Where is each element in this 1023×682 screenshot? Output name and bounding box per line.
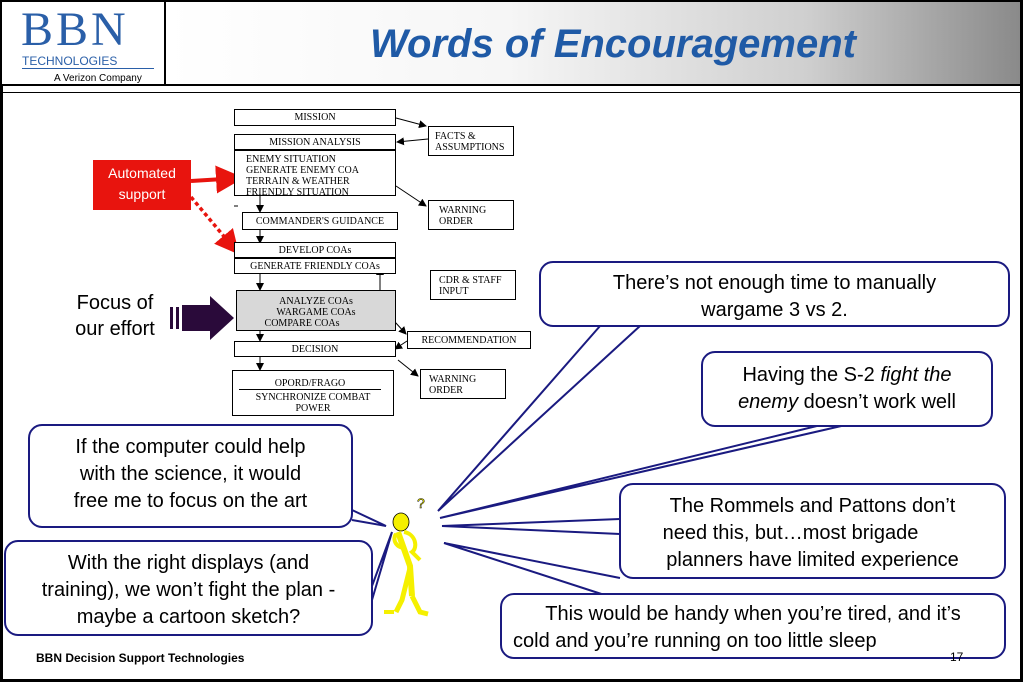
logo-mark: BBN [21,3,129,56]
header-rule [2,92,1020,93]
focus-of-effort-label: Focus of our effort [75,292,155,340]
focus-arrow-icon [170,296,234,340]
bubble-s2-fight-enemy: Having the S-2 fight the enemy doesn’t w… [701,351,993,427]
company-logo: BBN TECHNOLOGIES A Verizon Company [2,2,166,86]
automated-support-dashed-arrow [189,195,240,255]
thinking-figure-icon: ? [384,495,429,617]
logo-tagline: A Verizon Company [54,73,142,84]
fc-recommendation: RECOMMENDATION [407,331,531,349]
fc-mission: MISSION [234,109,396,126]
fc-analysis-items: ENEMY SITUATION GENERATE ENEMY COA TERRA… [234,150,396,198]
fc-facts-assumptions: FACTS &ASSUMPTIONS [428,126,514,156]
fc-develop-coas: DEVELOP COAs [234,242,396,258]
logo-subtitle: TECHNOLOGIES [22,54,118,68]
bubble-right-displays: With the right displays (and training), … [4,540,373,636]
bubble-computer-science: If the computer could help with the scie… [28,424,353,528]
fc-generate-friendly: GENERATE FRIENDLY COAs [234,258,396,274]
slide-title: Words of Encouragement [370,22,856,66]
automated-support-label: Automated support [93,160,191,210]
fc-commanders-guidance: COMMANDER'S GUIDANCE [242,212,398,230]
fc-mission-analysis: MISSION ANALYSIS [234,134,396,150]
bubble-rommels-pattons: The Rommels and Pattons don’t need this,… [619,483,1006,579]
speech-lines [351,325,851,601]
title-band: Words of Encouragement [166,2,1020,86]
page-number: 17 [950,650,964,664]
automated-support-arrow [190,165,244,194]
footer-organization: BBN Decision Support Technologies [36,651,245,665]
svg-text:?: ? [417,495,425,511]
fc-opord: OPORD/FRAGO SYNCHRONIZE COMBAT POWER [232,370,394,416]
bubble-handy-tired: This would be handy when you’re tired, a… [500,593,1006,659]
bubble-not-enough-time: There’s not enough time to manually warg… [539,261,1010,327]
logo-divider [22,68,154,69]
fc-analyze-coas: ANALYZE COAs WARGAME COAs COMPARE COAs [236,290,396,331]
fc-decision: DECISION [234,341,396,357]
